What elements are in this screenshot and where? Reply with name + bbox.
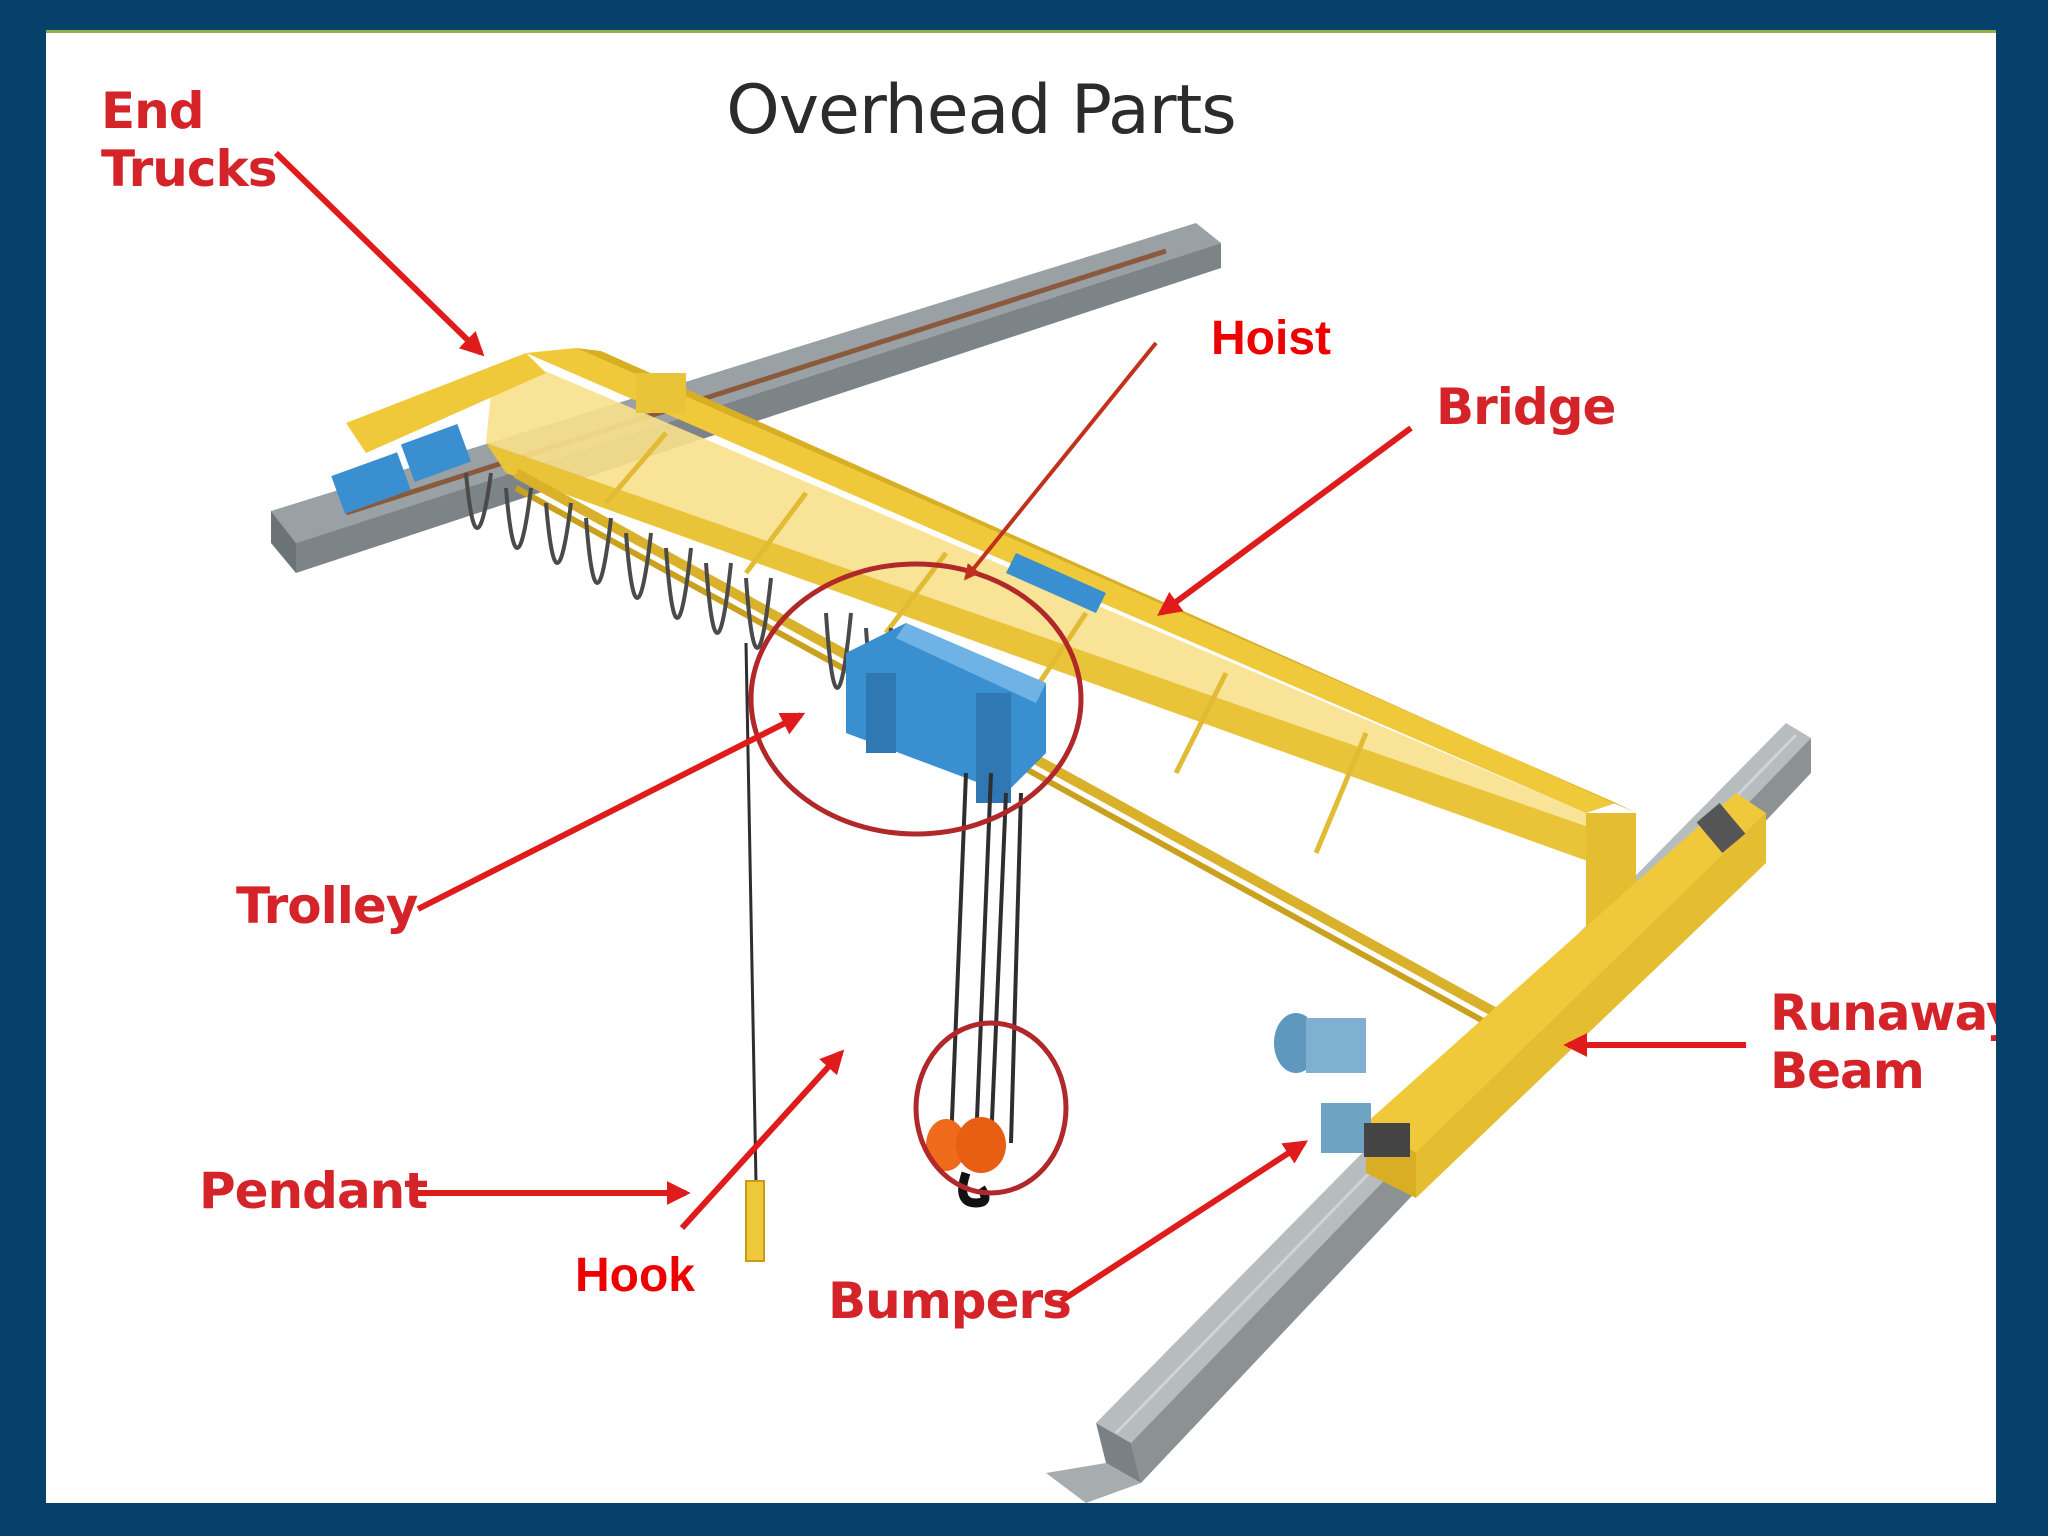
label-end-trucks: End Trucks [101,82,278,198]
back-end-truck [331,353,686,514]
pendant [744,642,765,1262]
label-pendant: Pendant [199,1162,428,1220]
label-runaway-beam-line1: Runaway [1770,984,1996,1042]
front-end-truck [1274,793,1766,1198]
bridge-girder [486,348,1636,1031]
hoist-arrow [963,341,1158,581]
diagram-title: Overhead Parts [726,71,1236,150]
overhead-crane-illustration [271,150,1811,1503]
bridge-arrow [1157,425,1413,616]
label-end-trucks-line1: End [101,82,205,140]
diagram-frame: Overhead Parts End Trucks Hoist Bridge T… [46,30,1996,1503]
hook-highlight-circle [913,1020,1069,1196]
end-trucks-arrow [273,150,485,357]
label-bridge: Bridge [1436,378,1616,436]
label-runaway-beam-line2: Beam [1770,1041,1925,1100]
label-trolley: Trolley [236,877,418,935]
hook-arrow [679,1049,845,1231]
trolley-arrow [416,712,806,912]
label-bumpers: Bumpers [828,1272,1072,1330]
label-hook: Hook [575,1249,695,1302]
trolley-hoist [846,553,1106,803]
label-end-trucks-line2: Trucks [101,139,278,198]
label-runaway-beam: Runaway Beam [1770,984,1996,1100]
hoist-highlight-circle [748,561,1084,837]
bumpers-arrow [1059,1140,1309,1304]
label-hoist: Hoist [1211,312,1331,365]
hoist-ropes [949,772,1023,1144]
